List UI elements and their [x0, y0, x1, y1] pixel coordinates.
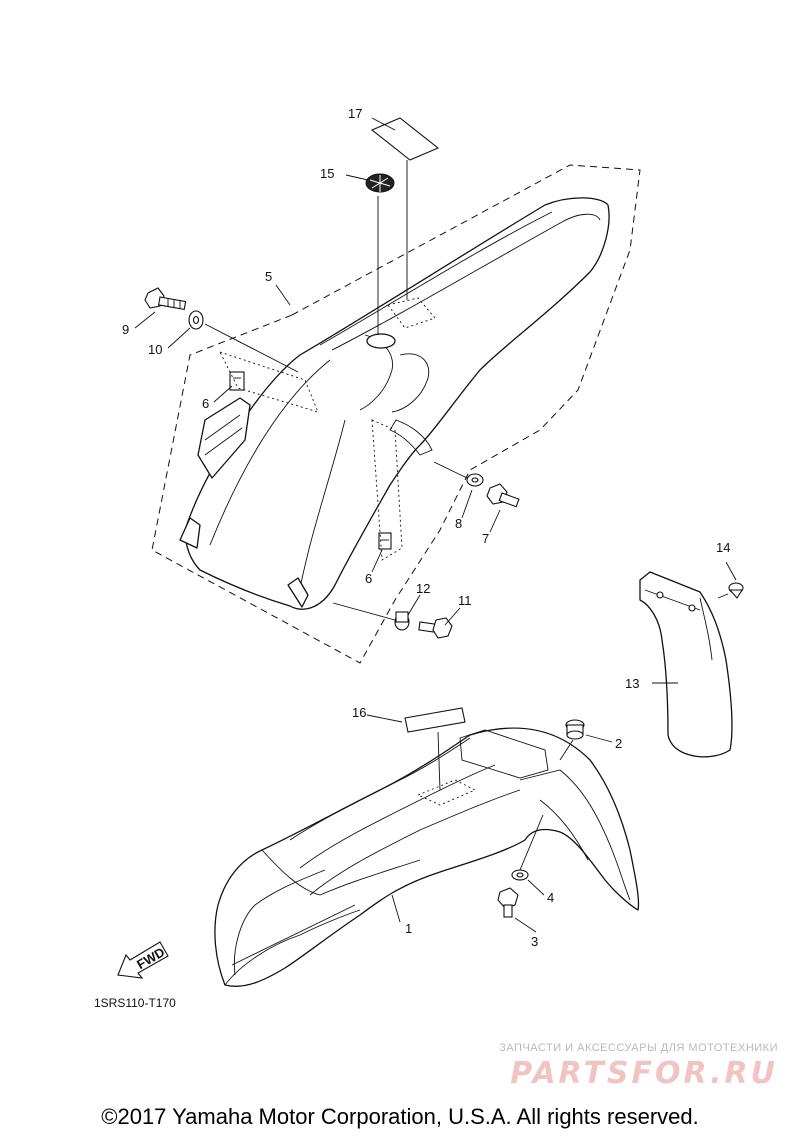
screw-14	[728, 582, 744, 599]
callout-11: 11	[458, 593, 472, 608]
callout-7: 7	[482, 531, 489, 546]
washer-8	[466, 473, 484, 487]
callout-3: 3	[531, 934, 538, 949]
callout-10: 10	[148, 342, 162, 357]
callout-14: 14	[716, 540, 730, 555]
callout-leaders	[134, 117, 737, 933]
callout-17: 17	[348, 106, 362, 121]
diagram-code: 1SRS110-T170	[94, 996, 176, 1010]
mud-guard	[639, 571, 733, 758]
collar-12	[394, 611, 410, 631]
callout-1: 1	[405, 921, 412, 936]
clip-nut-lower	[378, 532, 392, 550]
bolt-9	[144, 287, 187, 311]
callout-15: 15	[320, 166, 334, 181]
bolt-3	[497, 887, 519, 918]
washer-4	[511, 869, 529, 881]
callout-2: 2	[615, 736, 622, 751]
label-16	[404, 707, 466, 733]
bolt-7	[486, 483, 520, 508]
callout-4: 4	[547, 890, 554, 905]
washer-10	[188, 310, 204, 330]
collar-2	[565, 719, 585, 740]
front-fender	[214, 727, 640, 987]
bolt-11	[418, 617, 453, 639]
callout-8: 8	[455, 516, 462, 531]
emblem-15	[365, 173, 395, 193]
callout-6b: 6	[365, 571, 372, 586]
callout-5: 5	[265, 269, 272, 284]
forward-direction-arrow: FWD	[117, 941, 169, 979]
callout-9: 9	[122, 322, 129, 337]
callout-6a: 6	[202, 396, 209, 411]
watermark-tagline: ЗАПЧАСТИ И АКСЕССУАРЫ ДЛЯ МОТОТЕХНИКИ	[499, 1042, 778, 1054]
rear-fender-assembly-outline	[151, 164, 641, 664]
copyright-notice: ©2017 Yamaha Motor Corporation, U.S.A. A…	[101, 1104, 699, 1129]
watermark-brand: PARTSFOR.RU	[510, 1056, 778, 1091]
label-17	[370, 117, 440, 161]
clip-nut-upper	[229, 371, 245, 391]
callout-16: 16	[352, 705, 366, 720]
callout-12: 12	[416, 581, 430, 596]
rear-fender	[179, 197, 610, 610]
callout-13: 13	[625, 676, 639, 691]
callout-numbers: 1 2 3 4 5 6 6 7 8 9 10 11 12 13 14 15 16…	[122, 106, 730, 949]
